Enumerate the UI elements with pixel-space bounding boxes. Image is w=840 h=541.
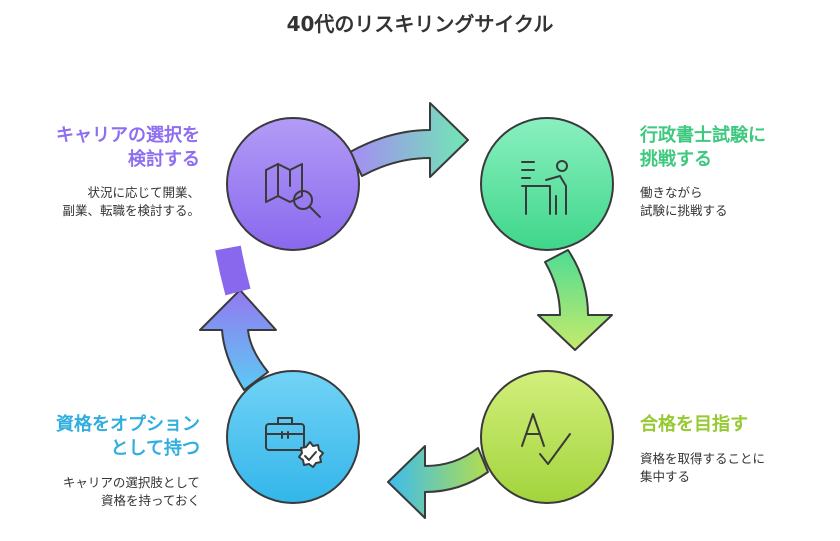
stage-heading-keep-option: 資格をオプション として持つ (56, 414, 200, 459)
study-desk-icon (521, 160, 568, 215)
stage-heading-aim-pass: 合格を目指す (640, 414, 748, 435)
arrow-blue-to-purple (199, 289, 277, 391)
arrow-lime-to-blue (387, 445, 489, 519)
stage-circle-keep-option (226, 370, 360, 504)
stage-description-exam-challenge: 働きながら 試験に挑戦する (640, 185, 728, 218)
arrow-green-to-lime (537, 249, 613, 351)
arrow-purple-to-green (349, 102, 469, 178)
briefcase-badge-icon (265, 417, 324, 468)
stage-description-aim-pass: 資格を取得することに 集中する (640, 451, 766, 484)
map-search-icon (265, 163, 321, 218)
stage-heading-choose-career: キャリアの選択を 検討する (56, 125, 200, 170)
stage-heading-exam-challenge: 行政書士試験に 挑戦する (640, 125, 766, 170)
stage-circle-exam-challenge (480, 117, 614, 251)
stage-description-choose-career: 状況に応じて開業、 副業、転職を検討する。 (62, 185, 200, 218)
stage-description-keep-option: キャリアの選択肢として 資格を持っておく (62, 475, 200, 508)
spell-check-icon (521, 413, 571, 465)
stage-circle-choose-career (226, 117, 360, 251)
diagram-title: 40代のリスキリングサイクル (286, 12, 554, 36)
stage-circle-aim-pass (480, 370, 614, 504)
